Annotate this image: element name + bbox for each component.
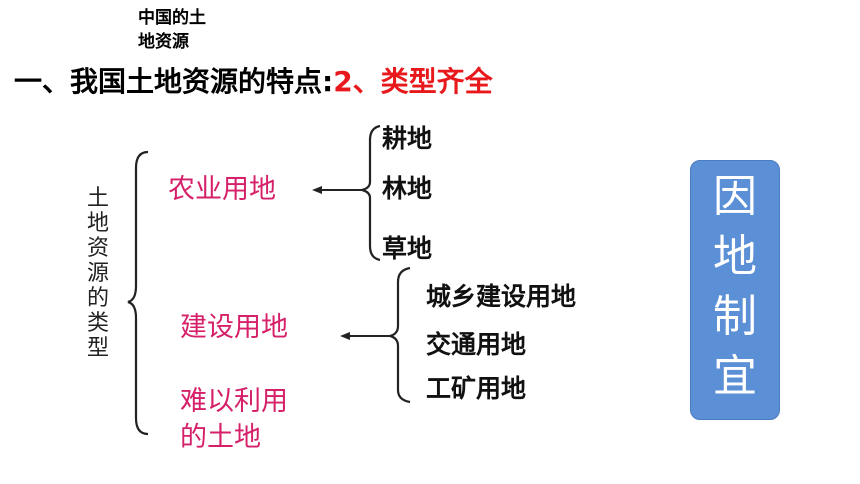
page-heading: 一、我国土地资源的特点:2、类型齐全 <box>14 62 493 102</box>
small-title: 中国的土 地资源 <box>138 6 238 54</box>
adapt-to-local-badge: 因 地 制 宜 <box>690 160 780 420</box>
subtype-urban-rural: 城乡建设用地 <box>426 282 577 311</box>
category-unusable-line-1: 难以利用 <box>180 386 288 417</box>
agri-bracket <box>361 124 381 262</box>
vertical-label: 土 地 资 源 的 类 型 <box>83 186 113 361</box>
heading-prefix: 一、我国土地资源的特点: <box>14 65 334 98</box>
vertical-char: 地 <box>86 211 109 236</box>
main-brace <box>127 150 149 436</box>
category-unusable: 难以利用 的土地 <box>180 384 288 456</box>
vertical-char: 源 <box>86 261 109 286</box>
vertical-char: 土 <box>86 186 109 211</box>
small-title-line-2: 地资源 <box>138 32 189 52</box>
vertical-char: 型 <box>86 336 109 361</box>
vertical-char: 类 <box>86 311 109 336</box>
badge-char: 制 <box>713 291 757 342</box>
vertical-char: 的 <box>86 286 109 311</box>
badge-char: 因 <box>713 171 757 222</box>
build-arrowhead <box>340 332 350 340</box>
build-bracket <box>389 266 411 404</box>
category-agricultural: 农业用地 <box>168 174 276 205</box>
subtype-transport: 交通用地 <box>426 330 527 359</box>
vertical-char: 资 <box>86 236 109 261</box>
agri-arrowhead <box>312 186 322 194</box>
badge-char: 地 <box>713 231 757 282</box>
category-construction: 建设用地 <box>180 312 288 343</box>
subtype-cropland: 耕地 <box>382 124 433 153</box>
small-title-line-1: 中国的土 <box>138 8 206 28</box>
category-unusable-line-2: 的土地 <box>180 422 261 453</box>
subtype-mining: 工矿用地 <box>426 374 527 403</box>
heading-highlight: 2、类型齐全 <box>333 65 493 98</box>
badge-char: 宜 <box>713 351 757 402</box>
subtype-forest: 林地 <box>382 174 433 203</box>
subtype-grassland: 草地 <box>382 234 433 263</box>
